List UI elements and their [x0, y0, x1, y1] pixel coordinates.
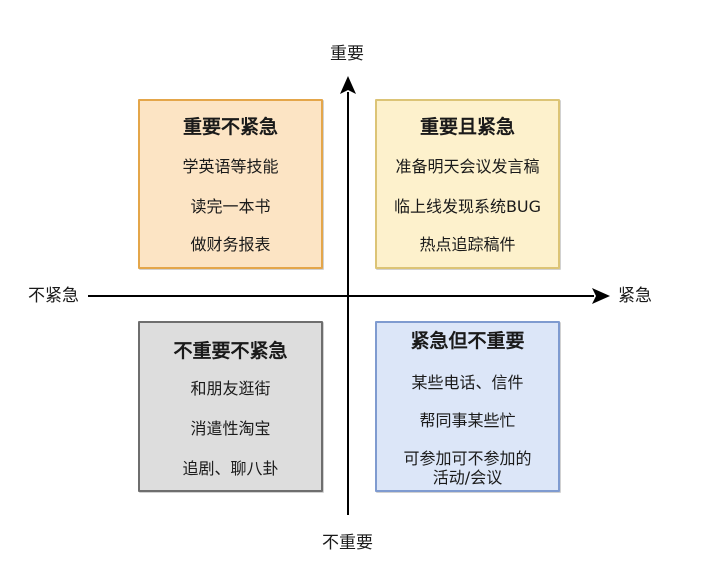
list-item: 消遣性淘宝 — [190, 419, 271, 438]
list-item: 准备明天会议发言稿 — [395, 157, 540, 176]
axis-label-not-urgent: 不紧急 — [28, 286, 79, 306]
list-item: 某些电话、信件 — [411, 373, 524, 392]
quadrant-title: 不重要不紧急 — [173, 340, 288, 362]
list-item: 追剧、聊八卦 — [182, 459, 279, 478]
quadrant-title: 紧急但不重要 — [410, 330, 525, 352]
list-item: 做财务报表 — [190, 235, 271, 254]
quadrant-not-important-not-urgent: 不重要不紧急 和朋友逛街 消遣性淘宝 追剧、聊八卦 — [138, 321, 323, 492]
quadrant-title: 重要且紧急 — [419, 116, 515, 138]
list-item: 和朋友逛街 — [190, 379, 271, 398]
axis-label-not-important: 不重要 — [322, 533, 373, 553]
list-item: 可参加可不参加的 — [403, 449, 532, 468]
quadrant-title: 重要不紧急 — [182, 116, 278, 138]
list-item: 热点追踪稿件 — [419, 235, 516, 254]
quadrant-important-urgent: 重要且紧急 准备明天会议发言稿 临上线发现系统BUG 热点追踪稿件 — [375, 99, 560, 269]
quadrant-important-not-urgent: 重要不紧急 学英语等技能 读完一本书 做财务报表 — [138, 99, 323, 269]
list-item: 学英语等技能 — [182, 157, 279, 176]
axis-label-important: 重要 — [330, 44, 364, 64]
axis-label-urgent: 紧急 — [618, 286, 652, 306]
right-arrow-icon — [592, 288, 610, 304]
list-item: 读完一本书 — [190, 197, 271, 216]
up-arrow-icon — [340, 76, 356, 94]
quadrant-urgent-not-important: 紧急但不重要 某些电话、信件 帮同事某些忙 可参加可不参加的 活动/会议 — [375, 321, 560, 492]
list-item: 帮同事某些忙 — [419, 411, 516, 430]
list-item: 活动/会议 — [432, 468, 503, 487]
list-item: 临上线发现系统BUG — [393, 197, 542, 216]
